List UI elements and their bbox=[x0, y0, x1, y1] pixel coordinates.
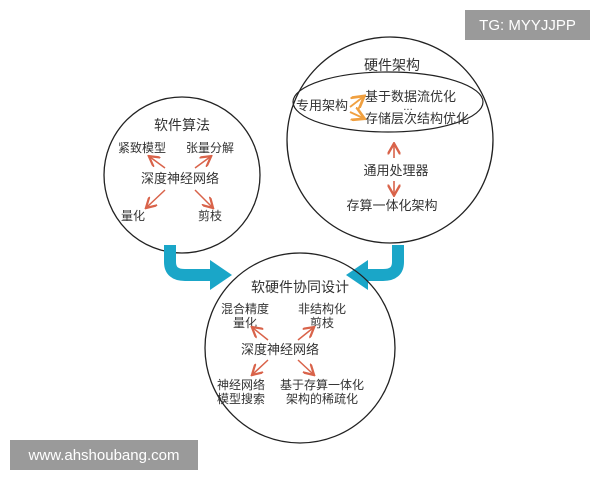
special-arch-ellipse bbox=[292, 71, 484, 133]
software-title: 软件算法 bbox=[154, 118, 210, 134]
software-circle bbox=[103, 96, 261, 254]
unstructured-2: 剪枝 bbox=[310, 315, 334, 330]
nas-2: 模型搜索 bbox=[217, 391, 265, 406]
codesign-arrows bbox=[253, 328, 313, 374]
watermark-bottom: www.ahshoubang.com bbox=[10, 440, 198, 470]
software-pruning: 剪枝 bbox=[198, 208, 222, 223]
left-blue-arrow bbox=[164, 245, 212, 281]
special-arch-arrows bbox=[349, 97, 363, 118]
memory-hierarchy-opt: 存储层次结构优化 bbox=[365, 111, 469, 127]
codesign-dnn: 深度神经网络 bbox=[241, 342, 319, 358]
special-arch: 专用架构 bbox=[296, 99, 348, 114]
general-processor: 通用处理器 bbox=[363, 164, 428, 179]
ellipsis: ... bbox=[403, 102, 413, 113]
software-tensor-decomp: 张量分解 bbox=[186, 141, 234, 155]
software-quantization: 量化 bbox=[121, 209, 145, 223]
codesign-title: 软硬件协同设计 bbox=[251, 280, 349, 296]
unstructured-1: 非结构化 bbox=[298, 301, 346, 316]
right-blue-arrow bbox=[366, 245, 404, 281]
hardware-circle bbox=[286, 36, 494, 244]
pim-arch: 存算一体化架构 bbox=[346, 199, 437, 214]
mixed-precision-1: 混合精度 bbox=[221, 301, 269, 316]
left-blue-arrowhead bbox=[210, 260, 232, 290]
nas-1: 神经网络 bbox=[217, 377, 265, 392]
right-blue-arrowhead bbox=[346, 260, 368, 290]
software-compact-model: 紧致模型 bbox=[118, 141, 166, 155]
pim-sparsity-1: 基于存算一体化 bbox=[280, 377, 364, 392]
software-dnn: 深度神经网络 bbox=[141, 171, 219, 187]
pim-sparsity-2: 架构的稀疏化 bbox=[286, 391, 358, 406]
hardware-title: 硬件架构 bbox=[364, 58, 420, 74]
codesign-circle bbox=[204, 252, 396, 444]
software-arrows bbox=[147, 157, 212, 207]
watermark-top: TG: MYYJJPP bbox=[465, 10, 590, 40]
dataflow-opt: 基于数据流优化 bbox=[365, 90, 456, 105]
